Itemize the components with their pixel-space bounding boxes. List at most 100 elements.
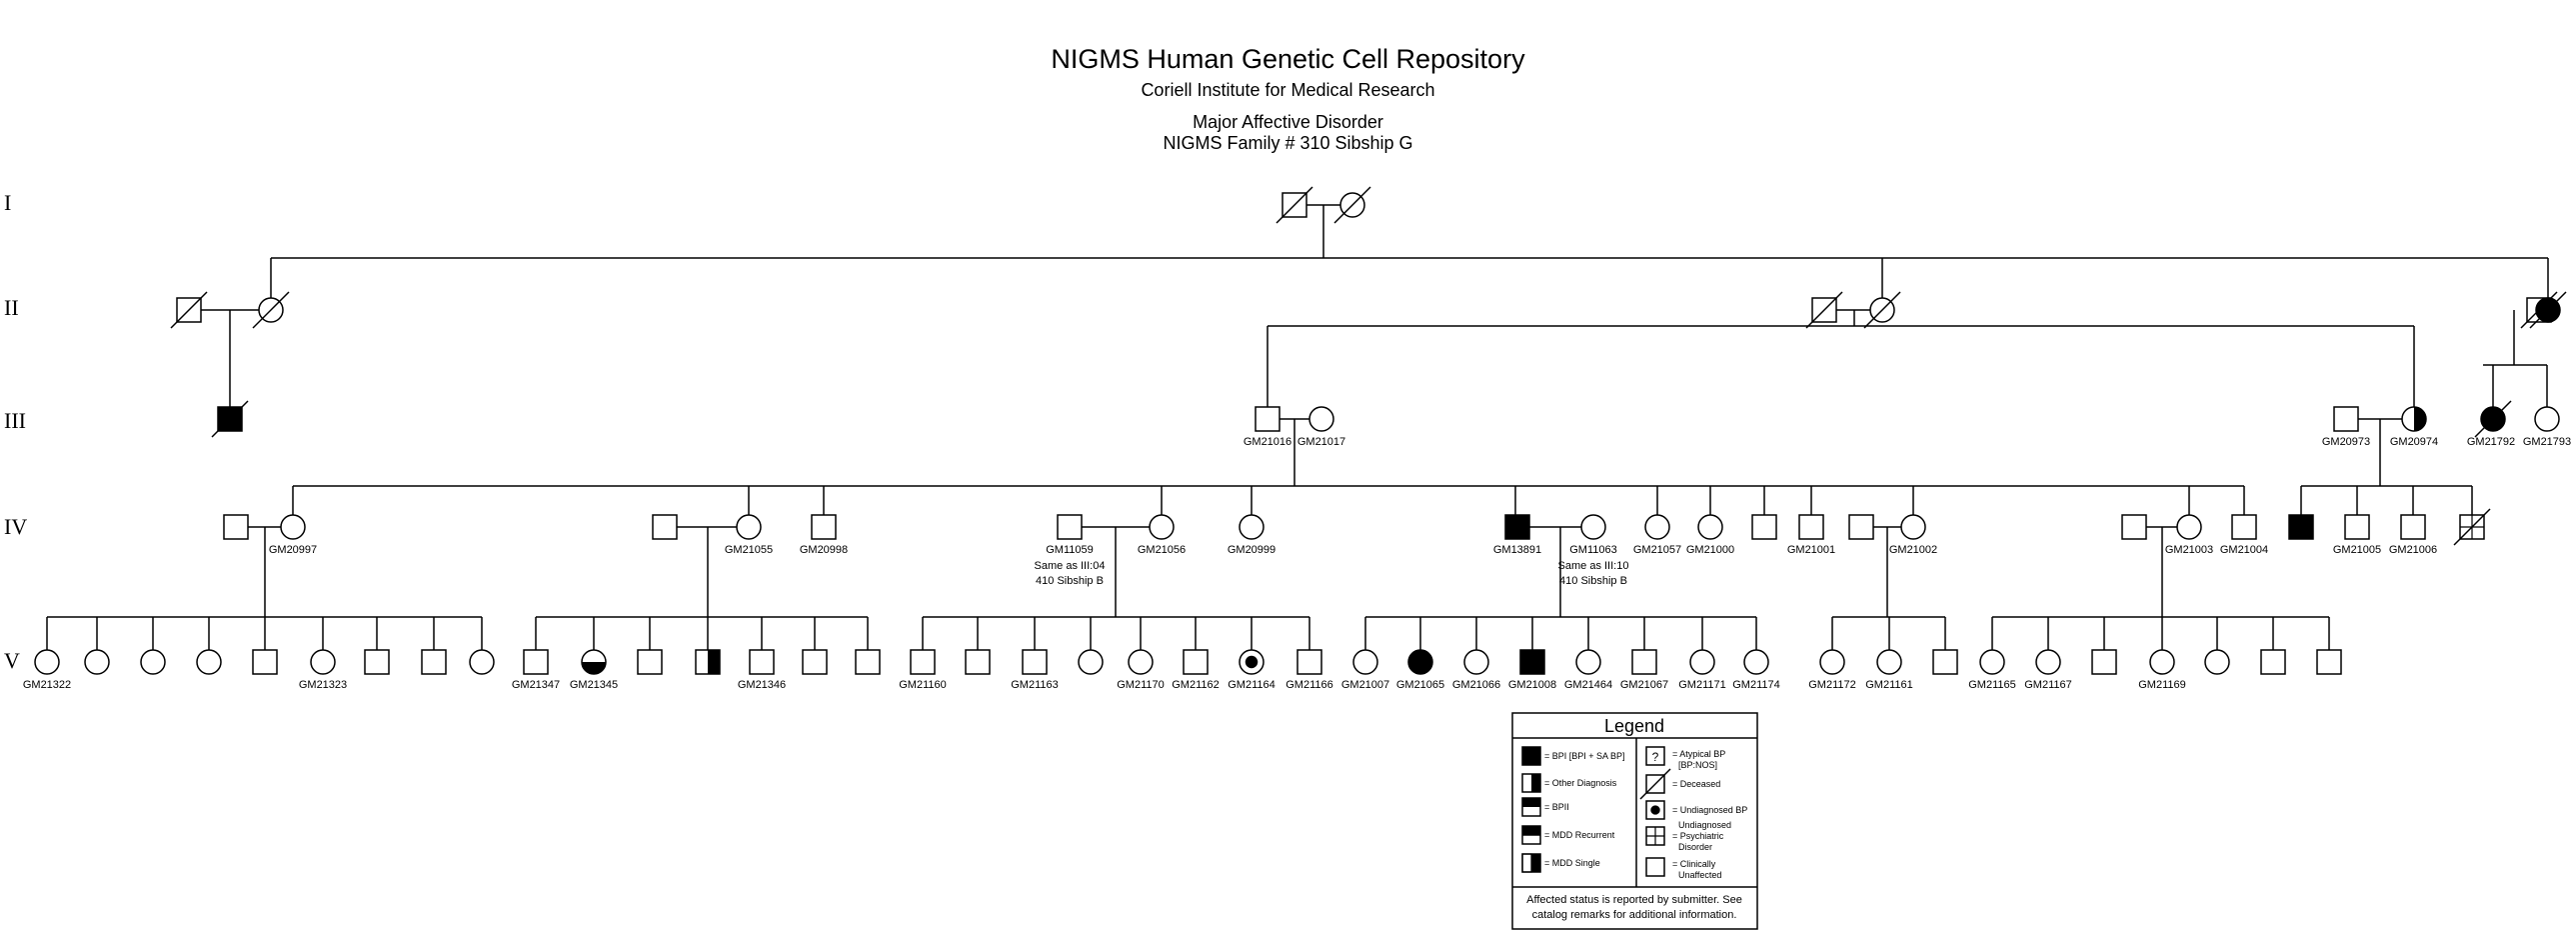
legend-label: = Other Diagnosis	[1544, 778, 1617, 788]
female-symbol	[1697, 514, 1723, 540]
individual-id-label: GM21346	[738, 679, 786, 691]
male-symbol	[1631, 649, 1657, 675]
generation-label-i: I	[4, 190, 12, 215]
legend-title: Legend	[1604, 716, 1664, 736]
individual-id-label: GM21171	[1678, 679, 1726, 691]
male-symbol	[1296, 649, 1322, 675]
individual-id-label: GM21170	[1117, 679, 1165, 691]
individual-id-label: GM21464	[1564, 679, 1612, 691]
male-symbol	[1932, 649, 1958, 675]
individual-id-label: GM21792	[2467, 436, 2515, 448]
individual-id-label: GM21003	[2165, 544, 2213, 556]
female-symbol	[1128, 649, 1154, 675]
generation-label-v: V	[4, 648, 20, 673]
legend-symbol-other	[1521, 773, 1541, 793]
female-symbol	[1149, 514, 1175, 540]
male-symbol	[223, 514, 249, 540]
female-symbol	[1239, 514, 1265, 540]
individual-id-label: GM21164	[1228, 679, 1276, 691]
female-symbol	[2035, 649, 2061, 675]
male-symbol	[523, 649, 549, 675]
male-symbol	[2453, 508, 2491, 546]
male-symbol	[2333, 406, 2359, 432]
legend-label: = MDD Single	[1544, 858, 1600, 868]
individual-id-label: GM11063	[1569, 544, 1617, 556]
male-symbol	[211, 400, 249, 438]
male-symbol	[2316, 649, 2342, 675]
individual-id-label: GM21161	[1865, 679, 1913, 691]
male-symbol	[2400, 514, 2426, 540]
male-symbol	[1798, 514, 1824, 540]
legend-footnote: catalog remarks for additional informati…	[1532, 909, 1737, 921]
note-text: 410 Sibship B	[1036, 575, 1104, 587]
individual-id-label: GM21793	[2523, 436, 2571, 448]
male-symbol	[252, 649, 278, 675]
individual-id-label: GM21323	[299, 679, 347, 691]
female-symbol	[1743, 649, 1769, 675]
individual-id-label: GM21000	[1686, 544, 1734, 556]
individual-id-label: GM21006	[2389, 544, 2437, 556]
individual-id-label: GM21347	[512, 679, 560, 691]
individual-id-label: GM21001	[1787, 544, 1835, 556]
individual-id-label: GM21005	[2333, 544, 2381, 556]
legend-label: = Undiagnosed BP	[1672, 805, 1747, 815]
male-symbol	[811, 514, 837, 540]
female-symbol	[1407, 649, 1433, 675]
individual-id-label: GM21065	[1396, 679, 1444, 691]
generation-label-iv: IV	[4, 514, 28, 539]
note-text: Same as III:04	[1035, 560, 1106, 572]
individual-id-label: GM20999	[1228, 544, 1276, 556]
male-symbol	[910, 649, 936, 675]
female-symbol	[1876, 649, 1902, 675]
individual-id-label: GM21056	[1138, 544, 1186, 556]
legend-label: = Clinically	[1672, 859, 1716, 869]
female-symbol	[581, 649, 607, 675]
female-symbol	[736, 514, 762, 540]
individual-id-label: GM21174	[1732, 679, 1780, 691]
individual-id-label: GM20997	[269, 544, 317, 556]
female-symbol	[2204, 649, 2230, 675]
female-symbol	[34, 649, 60, 675]
female-symbol	[1819, 649, 1845, 675]
female-symbol	[196, 649, 222, 675]
generation-label-ii: II	[4, 295, 19, 320]
male-symbol	[965, 649, 991, 675]
female-symbol	[469, 649, 495, 675]
individual-id-label: GM21160	[899, 679, 947, 691]
individual-id-label: GM21055	[725, 544, 773, 556]
individual-id-label: GM21008	[1508, 679, 1556, 691]
male-symbol	[1504, 514, 1530, 540]
note-text: 410 Sibship B	[1559, 575, 1627, 587]
male-symbol	[2260, 649, 2286, 675]
individual-id-label: GM21004	[2220, 544, 2268, 556]
male-symbol	[2344, 514, 2370, 540]
female-symbol	[2534, 406, 2560, 432]
male-symbol	[2288, 514, 2314, 540]
legend-label: = BPII	[1544, 802, 1569, 812]
legend-label: [BP:NOS]	[1678, 760, 1717, 770]
legend-symbol-atypical	[1645, 746, 1665, 766]
legend-symbol-undiagnosed-bp	[1645, 800, 1665, 820]
male-symbol	[2091, 649, 2117, 675]
individual-id-label: GM21002	[1889, 544, 1937, 556]
female-symbol	[1580, 514, 1606, 540]
individual-id-label: GM21057	[1633, 544, 1681, 556]
individual-id-label: GM21172	[1808, 679, 1856, 691]
female-symbol	[1078, 649, 1104, 675]
male-symbol	[749, 649, 775, 675]
legend-label: = BPI [BPI + SA BP]	[1544, 751, 1625, 761]
individual-id-label: GM21007	[1341, 679, 1389, 691]
male-symbol	[637, 649, 663, 675]
legend-label: Disorder	[1678, 842, 1712, 852]
individual-id-label: GM20974	[2390, 436, 2438, 448]
male-symbol	[2121, 514, 2147, 540]
individual-id-label: GM21165	[1968, 679, 2016, 691]
male-symbol	[1183, 649, 1209, 675]
female-symbol	[1979, 649, 2005, 675]
individual-id-label: GM21169	[2138, 679, 2186, 691]
male-symbol	[855, 649, 881, 675]
individual-id-label: GM21167	[2024, 679, 2072, 691]
legend-label: = MDD Recurrent	[1544, 830, 1615, 840]
individual-id-label: GM20998	[800, 544, 848, 556]
